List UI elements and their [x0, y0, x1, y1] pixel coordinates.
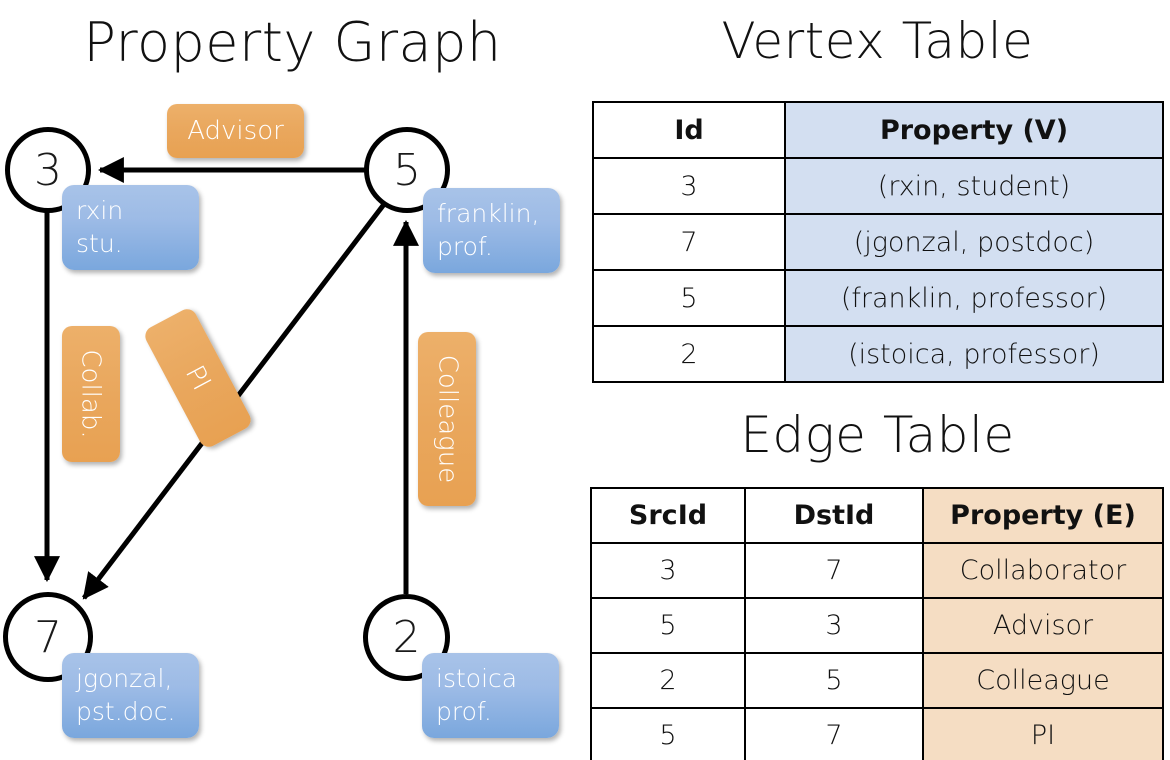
graph-node-2-label: 2	[392, 612, 421, 663]
table-row: 5 3 Advisor	[590, 597, 1164, 654]
edge-row-3-property: PI	[922, 707, 1164, 760]
table-row: 3 7 Collaborator	[590, 542, 1164, 599]
edge-label-collab-text: Collab.	[76, 349, 106, 439]
edge-label-advisor: Advisor	[167, 104, 304, 158]
table-row: 2 (istoica, professor)	[592, 325, 1164, 383]
graph-node-2[interactable]: 2	[363, 594, 450, 681]
graph-node-3-label: 3	[34, 144, 62, 196]
page-title-edge-table: Edge Table	[740, 406, 1015, 464]
edge-label-pi-text: PI	[179, 360, 217, 396]
edge-label-colleague: Colleague	[418, 332, 476, 506]
edge-row-0-src: 3	[590, 542, 746, 599]
node-7-property-box: jgonzal, pst.doc.	[62, 653, 199, 738]
vertex-row-0-property: (rxin, student)	[784, 157, 1164, 215]
edge-label-colleague-text: Colleague	[432, 354, 463, 484]
property-graph-diagram: 3 5 7 2 rxin stu. franklin, prof. jgonza…	[3, 104, 560, 738]
edge-row-3-src: 5	[590, 707, 746, 760]
vertex-row-3-id: 2	[592, 325, 786, 383]
edge-label-collab: Collab.	[62, 326, 120, 462]
node-5-property-line-2: prof.	[437, 232, 493, 261]
edge-table-header-srcid: SrcId	[590, 487, 746, 544]
table-row: 7 (jgonzal, postdoc)	[592, 213, 1164, 271]
node-5-property-line-1: franklin,	[437, 199, 540, 228]
edge-label-advisor-text: Advisor	[187, 116, 284, 146]
page-title-vertex-table: Vertex Table	[721, 12, 1034, 70]
graph-node-5-label: 5	[393, 144, 421, 196]
edge-row-2-property: Colleague	[922, 652, 1164, 709]
table-row: 5 (franklin, professor)	[592, 269, 1164, 327]
node-2-property-line-1: istoica	[436, 664, 518, 693]
node-2-property-box: istoica prof.	[422, 653, 559, 738]
node-7-property-line-2: pst.doc.	[76, 697, 176, 726]
node-3-property-line-2: stu.	[76, 229, 123, 258]
vertex-table-header-row: Id Property (V)	[592, 101, 1164, 159]
edge-row-1-dst: 3	[744, 597, 924, 654]
vertex-table-header-id: Id	[592, 101, 786, 159]
vertex-table-header-property: Property (V)	[784, 101, 1164, 159]
edge-row-0-property: Collaborator	[922, 542, 1164, 599]
edge-row-3-dst: 7	[744, 707, 924, 760]
vertex-row-2-id: 5	[592, 269, 786, 327]
node-3-property-box: rxin stu.	[62, 185, 199, 270]
graph-node-7-label: 7	[34, 611, 62, 663]
graph-node-5[interactable]: 5	[364, 127, 450, 213]
table-row: 5 7 PI	[590, 707, 1164, 760]
vertex-table: Id Property (V) 3 (rxin, student) 7 (jgo…	[592, 101, 1164, 383]
edge-table-header-dstid: DstId	[744, 487, 924, 544]
edge-row-1-property: Advisor	[922, 597, 1164, 654]
edge-table-header-row: SrcId DstId Property (E)	[590, 487, 1164, 544]
edge-table-header-property: Property (E)	[922, 487, 1164, 544]
node-2-property-line-2: prof.	[436, 697, 492, 726]
node-5-property-box: franklin, prof.	[423, 188, 560, 273]
edge-row-2-src: 2	[590, 652, 746, 709]
node-7-property-line-1: jgonzal,	[76, 664, 173, 693]
vertex-row-1-property: (jgonzal, postdoc)	[784, 213, 1164, 271]
edge-row-2-dst: 5	[744, 652, 924, 709]
table-row: 2 5 Colleague	[590, 652, 1164, 709]
vertex-row-3-property: (istoica, professor)	[784, 325, 1164, 383]
table-row: 3 (rxin, student)	[592, 157, 1164, 215]
edge-table: SrcId DstId Property (E) 3 7 Collaborato…	[590, 487, 1164, 760]
edge-row-1-src: 5	[590, 597, 746, 654]
edge-row-0-dst: 7	[744, 542, 924, 599]
vertex-row-0-id: 3	[592, 157, 786, 215]
node-3-property-line-1: rxin	[76, 196, 124, 225]
vertex-row-2-property: (franklin, professor)	[784, 269, 1164, 327]
vertex-row-1-id: 7	[592, 213, 786, 271]
page-title-property-graph: Property Graph	[83, 11, 502, 74]
